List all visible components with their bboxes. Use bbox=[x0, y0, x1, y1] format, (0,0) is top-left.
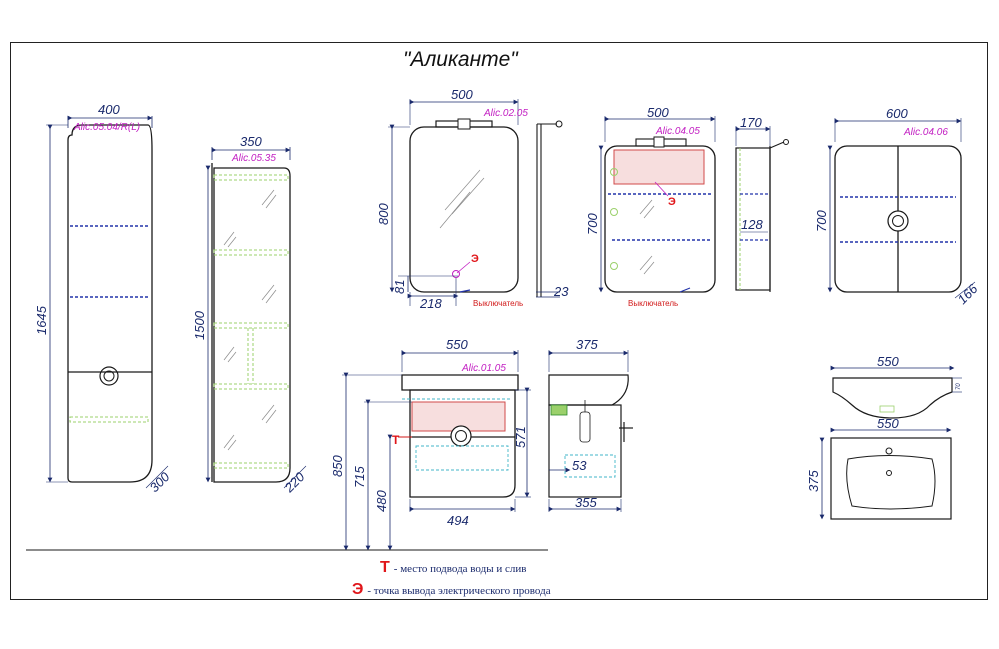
legend-t-symbol: Т bbox=[380, 559, 390, 576]
dim-basin-width-plan: 550 bbox=[877, 416, 899, 431]
tall-cabinet-drawing bbox=[46, 115, 169, 489]
code-vanity: Alic.01.05 bbox=[461, 363, 506, 374]
code-tall-cabinet: Alic.05.04/R(L) bbox=[73, 122, 140, 133]
dim-vanity-h3: 480 bbox=[374, 490, 389, 512]
legend-e-text: - точка вывода электрического провода bbox=[367, 585, 551, 597]
dim-cabinet-width: 500 bbox=[647, 105, 669, 120]
mirror-cabinet-drawing bbox=[598, 116, 789, 293]
dim-basin-depth: 375 bbox=[806, 470, 821, 492]
dim-mirror-width: 500 bbox=[451, 87, 473, 102]
washbasin-drawing bbox=[819, 365, 962, 520]
dim-side-inner: 53 bbox=[572, 458, 587, 473]
dim-mirror-bottom: 81 bbox=[392, 280, 407, 294]
open-shelf-drawing bbox=[205, 147, 307, 489]
dim-shelf-depth: 220 bbox=[281, 469, 308, 496]
dim-mirror-depth: 23 bbox=[553, 284, 569, 299]
dim-side-bottom: 355 bbox=[575, 495, 597, 510]
dim-shelf-width: 350 bbox=[240, 134, 262, 149]
dim-cabinet-shelf: 128 bbox=[741, 217, 763, 232]
switch-label-cabinet: Выключатель bbox=[628, 299, 678, 308]
dim-tall-width: 400 bbox=[98, 102, 120, 117]
dim-basin-width-top: 550 bbox=[877, 354, 899, 369]
vanity-drawing bbox=[26, 350, 548, 551]
dim-vanity-h1: 850 bbox=[330, 455, 345, 477]
dim-shelf-height: 1500 bbox=[192, 310, 207, 340]
dim-vanity-width: 550 bbox=[446, 337, 468, 352]
dim-wall-depth: 166 bbox=[955, 281, 981, 307]
legend-water: Т- место подвода воды и слив bbox=[380, 559, 526, 577]
code-mirror: Alic.02.05 bbox=[483, 108, 528, 119]
dim-mirror-offset: 218 bbox=[419, 296, 442, 311]
dim-mirror-height: 800 bbox=[376, 203, 391, 225]
dim-vanity-bottom: 494 bbox=[447, 513, 469, 528]
dim-tall-depth: 300 bbox=[147, 469, 173, 495]
dim-basin-thickness: 70 bbox=[956, 383, 962, 390]
legend-t-text: - место подвода воды и слив bbox=[393, 563, 527, 575]
collection-title: "Аликанте" bbox=[403, 48, 518, 71]
vanity-side-drawing bbox=[548, 350, 633, 512]
dim-wall-height: 700 bbox=[814, 210, 829, 232]
dim-side-depth: 375 bbox=[576, 337, 598, 352]
mirror-drawing bbox=[388, 99, 563, 306]
dim-vanity-h2: 715 bbox=[352, 466, 367, 488]
wall-cabinet-drawing bbox=[827, 118, 976, 299]
dim-wall-width: 600 bbox=[886, 106, 908, 121]
legend-electric: Э- точка вывода электрического провода bbox=[352, 581, 551, 599]
dim-cabinet-height: 700 bbox=[585, 213, 600, 235]
marker-e-cabinet: Э bbox=[668, 196, 676, 208]
code-mirror-cabinet: Alic.04.05 bbox=[655, 126, 700, 137]
dim-vanity-h4: 571 bbox=[513, 426, 528, 448]
code-open-shelf: Alic.05.35 bbox=[231, 153, 276, 164]
dim-cabinet-depth: 170 bbox=[740, 115, 762, 130]
legend-e-symbol: Э bbox=[352, 581, 364, 598]
code-wall-cabinet: Alic.04.06 bbox=[903, 127, 948, 138]
marker-t-vanity: Т bbox=[392, 433, 400, 447]
switch-label-mirror: Выключатель bbox=[473, 299, 523, 308]
drawing-frame bbox=[10, 42, 988, 600]
dim-tall-height: 1645 bbox=[34, 305, 49, 335]
marker-e-mirror: Э bbox=[471, 253, 479, 265]
